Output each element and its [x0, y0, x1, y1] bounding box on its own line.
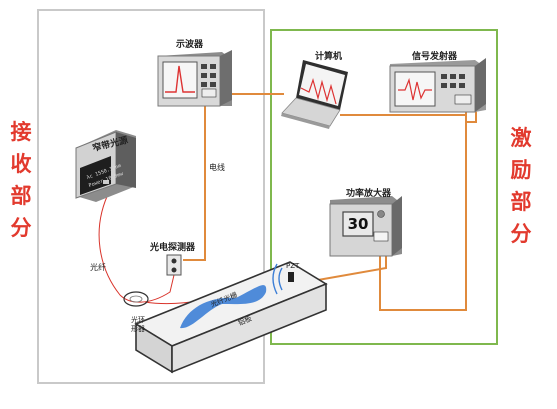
circulator-device	[123, 291, 149, 307]
receive-char-1: 接	[10, 120, 32, 144]
amplifier-display: 30	[347, 215, 369, 233]
photodetector-device	[166, 254, 182, 276]
signal-generator-label: 信号发射器	[412, 52, 458, 62]
receive-char-2: 收	[10, 152, 32, 176]
receive-part-label: 接 收 部 分	[8, 116, 34, 244]
circulator-label: 光环形器	[131, 316, 145, 333]
pzt-sensor	[272, 263, 294, 295]
pzt-label: PZT	[286, 262, 300, 270]
excite-char-2: 励	[510, 158, 532, 182]
computer-device	[281, 60, 348, 129]
receive-region-box	[37, 9, 265, 384]
fiber-line	[98, 189, 175, 303]
excite-char-1: 激	[510, 126, 532, 150]
power-amplifier-label: 功率放大器	[346, 189, 392, 199]
fiber-sensor-shape	[180, 285, 267, 329]
oscilloscope-device	[157, 50, 232, 107]
power-amplifier-device	[329, 196, 402, 257]
receive-char-4: 分	[10, 216, 32, 240]
excite-char-3: 部	[510, 190, 532, 214]
receive-char-3: 部	[10, 184, 32, 208]
fiber-label: 光纤	[90, 263, 106, 272]
aluminum-plate	[134, 261, 328, 374]
excite-region-box	[270, 29, 498, 345]
computer-label: 计算机	[315, 52, 343, 62]
light-source-device	[75, 130, 136, 202]
cable-label: 电线	[209, 163, 225, 172]
signal-generator-device	[389, 58, 486, 113]
oscilloscope-label: 示波器	[176, 40, 204, 50]
excite-char-4: 分	[510, 222, 532, 246]
excite-part-label: 激 励 部 分	[508, 122, 534, 250]
photodetector-label: 光电探测器	[150, 243, 196, 253]
